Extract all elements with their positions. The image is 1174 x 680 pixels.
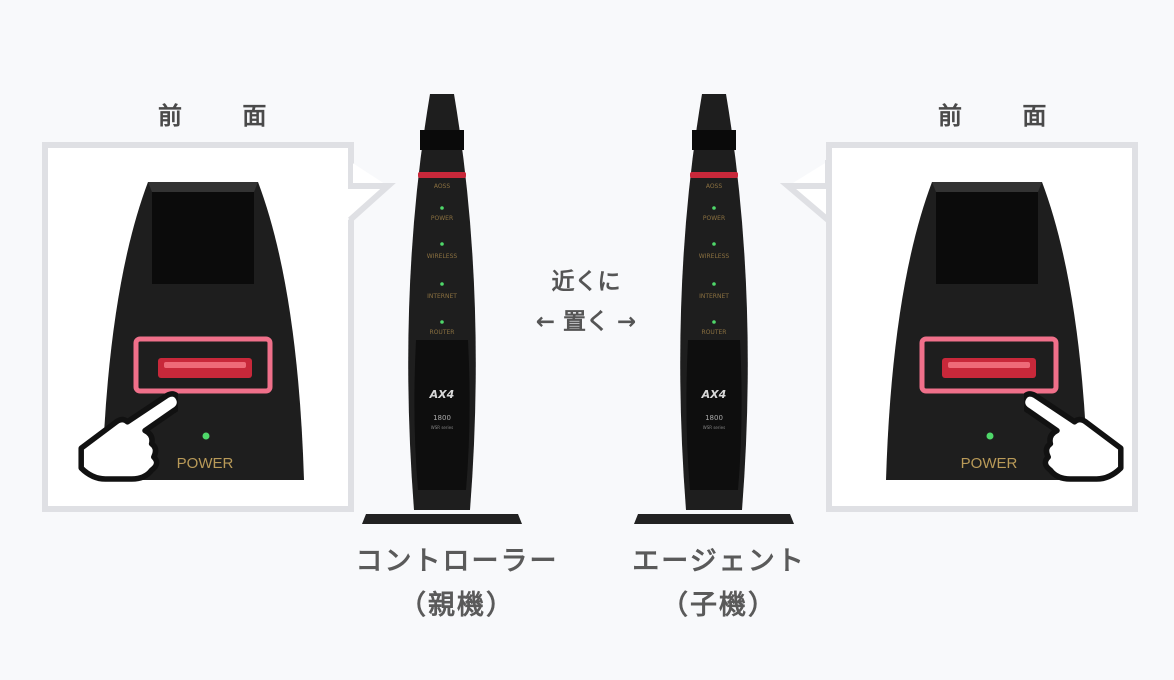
- controller-router: AOSS POWER WIRELESS INTERNET ROUTER AX4 …: [362, 94, 522, 524]
- agent-caption: エージェント （子機）: [604, 540, 834, 628]
- right-button-highlight: [919, 336, 1059, 394]
- left-zoom-callout: POWER: [42, 142, 354, 512]
- agent-power-led-label: POWER: [703, 215, 725, 222]
- controller-internet-led-label: INTERNET: [427, 293, 457, 300]
- right-zoom-power-label: POWER: [961, 455, 1018, 472]
- middle-line1: 近くに: [551, 269, 621, 295]
- agent-caption-name: エージェント: [632, 546, 806, 577]
- middle-line2: ← 置く →: [535, 309, 637, 335]
- left-front-label: 前 面: [158, 102, 293, 130]
- controller-caption: コントローラー （親機）: [342, 540, 572, 628]
- agent-wireless-led-label: WIRELESS: [699, 253, 730, 260]
- controller-brand-logo: AX4: [429, 388, 455, 401]
- middle-place-near-text: 近くに ← 置く →: [506, 262, 666, 342]
- left-button-highlight: [133, 336, 273, 394]
- left-zoom-power-led: [202, 432, 210, 440]
- agent-router-led-label: ROUTER: [702, 329, 727, 336]
- controller-caption-sub: （親機）: [399, 590, 515, 621]
- left-callout-tail: [348, 160, 396, 223]
- agent-internet-led-label: INTERNET: [699, 293, 729, 300]
- agent-aoss-label: AOSS: [706, 183, 723, 190]
- right-front-label: 前 面: [938, 102, 1073, 130]
- controller-aoss-label: AOSS: [434, 183, 451, 190]
- controller-wireless-led-label: WIRELESS: [427, 253, 458, 260]
- controller-router-led-label: ROUTER: [430, 329, 455, 336]
- right-zoom-power-led: [986, 432, 994, 440]
- controller-caption-name: コントローラー: [355, 546, 559, 577]
- agent-model-label: 1800: [705, 414, 723, 422]
- agent-brand-logo: AX4: [701, 388, 727, 401]
- pointing-hand-icon: [1024, 391, 1124, 482]
- controller-series-label: WSR series: [431, 425, 453, 430]
- left-zoom-power-label: POWER: [177, 455, 234, 472]
- right-callout-tail: [780, 160, 830, 223]
- agent-router: AOSS POWER WIRELESS INTERNET ROUTER AX4 …: [634, 94, 794, 524]
- pointing-hand-icon: [78, 391, 178, 482]
- right-zoom-callout: POWER: [826, 142, 1138, 512]
- agent-series-label: WSR series: [703, 425, 725, 430]
- controller-power-led-label: POWER: [431, 215, 453, 222]
- agent-caption-sub: （子機）: [661, 590, 777, 621]
- controller-model-label: 1800: [433, 414, 451, 422]
